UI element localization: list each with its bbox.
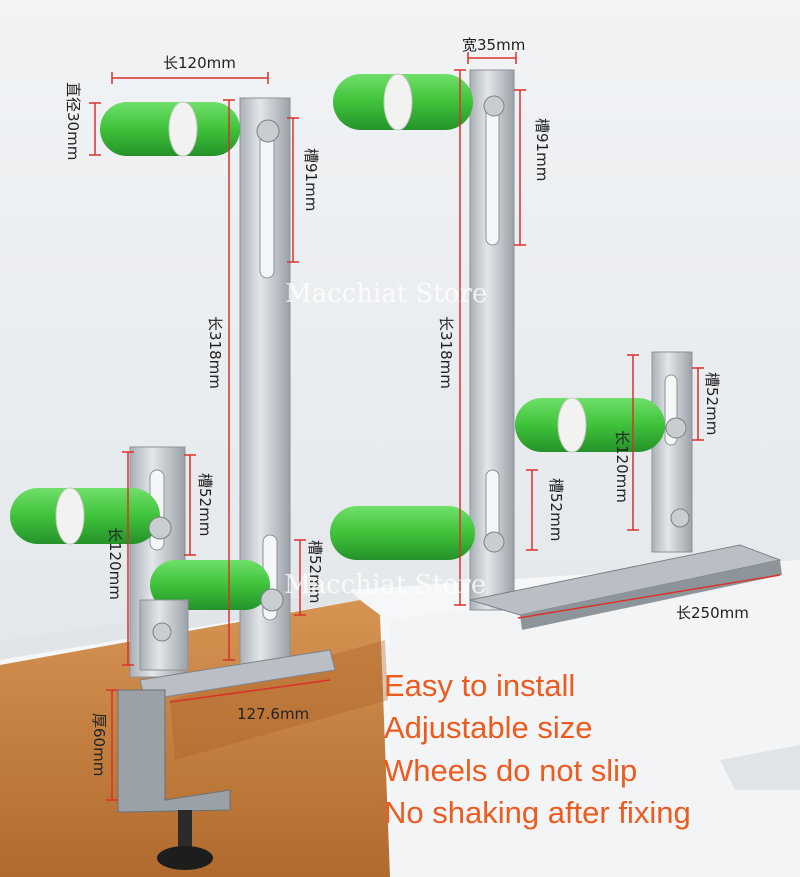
right-top-width-label: 宽35mm: [462, 36, 526, 54]
left-base-width-label: 127.6mm: [237, 705, 310, 723]
left-diameter-label: 直径30mm: [64, 82, 82, 161]
right-bottom-slot-label: 槽52mm: [547, 478, 565, 542]
left-top-width-label: 长120mm: [163, 54, 236, 72]
right-small-slot-label: 槽52mm: [703, 372, 721, 436]
right-top-slot-label: 槽91mm: [533, 118, 551, 182]
store-watermark: Macchiat Store: [284, 570, 487, 600]
right-main-length-label: 长318mm: [437, 316, 455, 389]
left-main-length-label: 长318mm: [206, 316, 224, 389]
feature-no-slip: Wheels do not slip: [384, 753, 638, 788]
left-top-slot-label: 槽91mm: [302, 148, 320, 212]
left-small-length-label: 长120mm: [106, 527, 124, 600]
store-watermark: Macchiat Store: [285, 279, 488, 309]
right-small-length-label: 长120mm: [613, 430, 631, 503]
left-clamp-thickness-label: 厚60mm: [90, 713, 108, 777]
left-small-slot-label: 槽52mm: [196, 473, 214, 537]
feature-easy-install: Easy to install: [384, 668, 576, 703]
feature-no-shaking: No shaking after fixing: [384, 795, 691, 830]
feature-adjustable-size: Adjustable size: [384, 710, 593, 745]
right-base-length-label: 长250mm: [676, 604, 749, 622]
